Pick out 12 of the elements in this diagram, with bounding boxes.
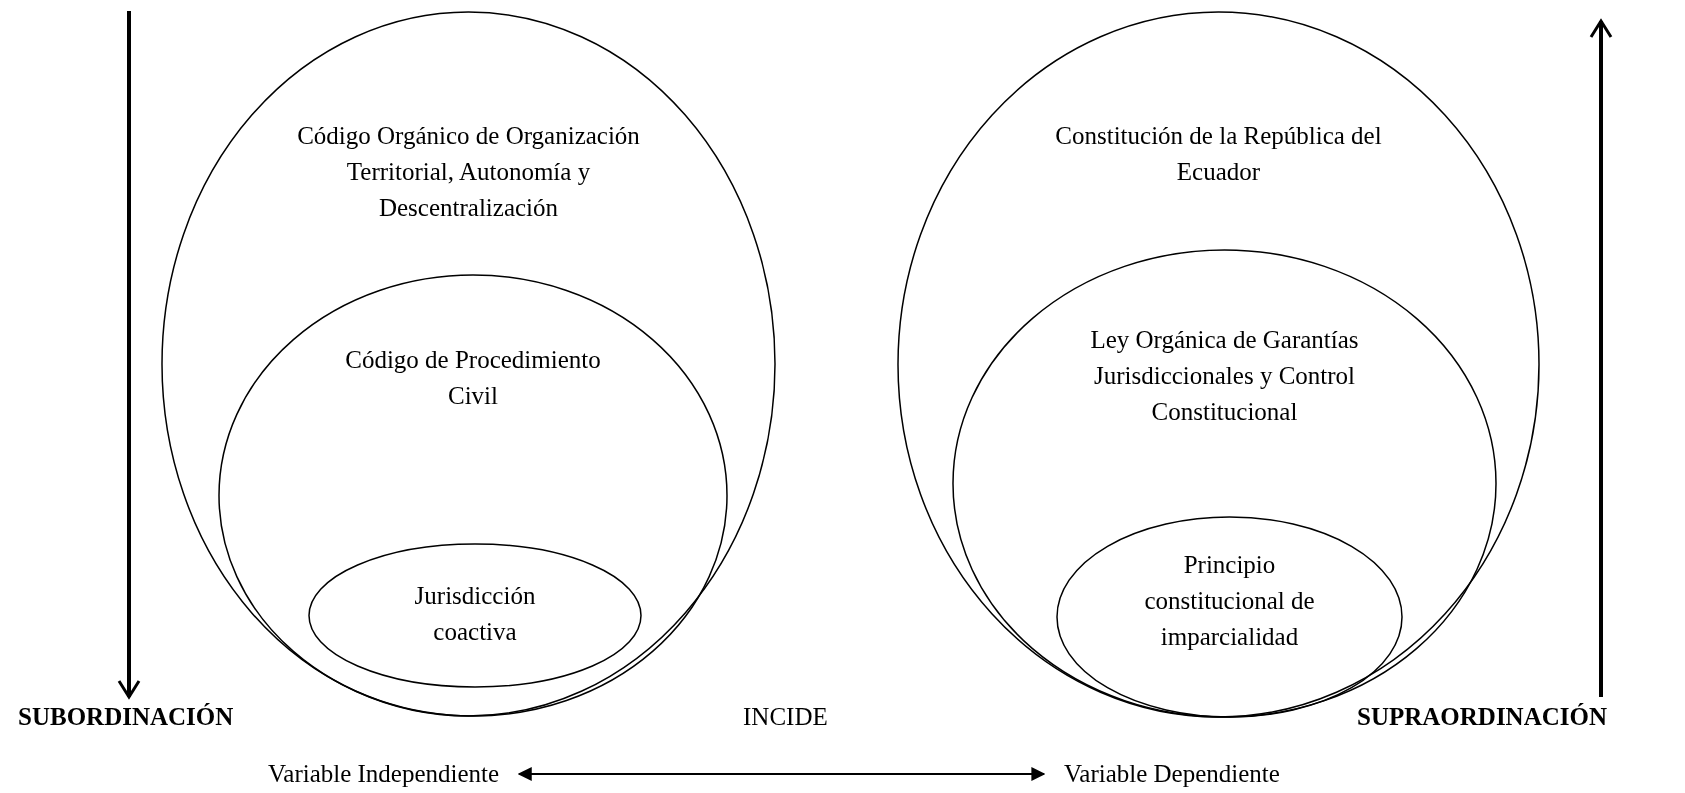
ellipse-label: Ley Orgánica de Garantías Jurisdiccionales y Control Constitucional: [1089, 325, 1360, 427]
ellipse-label: Jurisdicción coactiva: [413, 581, 537, 647]
variable-label: Variable Dependiente: [1064, 759, 1280, 789]
ellipse-label: Constitución de la República del Ecuador: [1054, 121, 1383, 187]
ellipse-label: Principio constitucional de imparcialidad: [1143, 550, 1316, 652]
ellipse-label: Código de Procedimiento Civil: [344, 345, 602, 411]
axis-heading: SUBORDINACIÓN: [18, 702, 234, 732]
axis-heading: SUPRAORDINACIÓN: [1357, 702, 1607, 732]
ellipse-label: Código Orgánico de Organización Territorial, Autonomía y Descentralización: [296, 121, 641, 223]
variable-label: Variable Independiente: [268, 759, 500, 789]
double-arrow: [517, 767, 1046, 781]
relation-label: INCIDE: [743, 702, 828, 732]
